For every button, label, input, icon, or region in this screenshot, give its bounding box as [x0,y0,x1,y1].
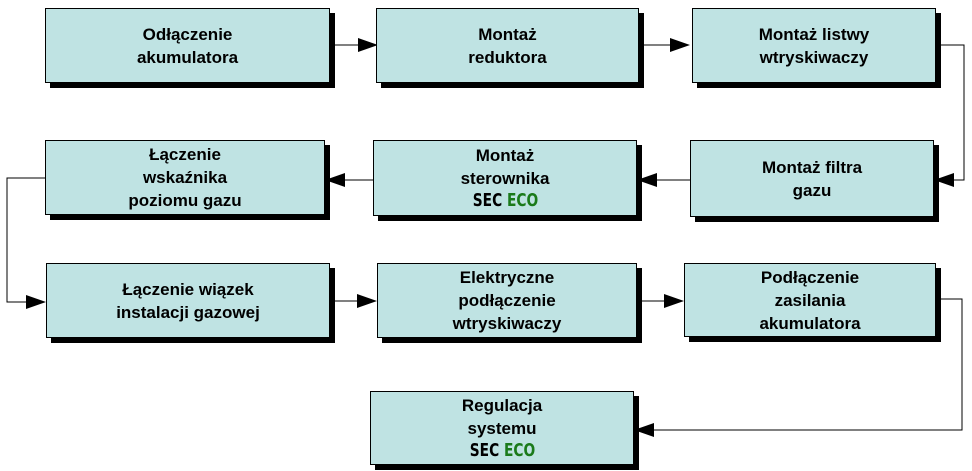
arrow-b1-to-b2 [330,38,378,52]
step-label-line: poziomu gazu [128,191,242,210]
step-label-line: wtryskiwaczy [452,314,562,333]
step-label-line: instalacji gazowej [116,302,260,322]
arrow-b7-to-b8 [330,294,377,308]
step-connect-battery-power: Podłączenie zasilania akumulatora [684,263,936,337]
step-install-reducer: Montaż reduktora [376,8,639,83]
step-label-line: Montaż listwy [758,24,870,44]
logo-sec-text: SEC [472,190,502,211]
arrow-b5-to-b6 [325,173,373,187]
sec-eco-logo: SEC ECO [469,440,534,462]
arrow-b6-to-b7 [6,177,46,309]
logo-sec-text: SEC [469,440,499,461]
step-label-line: wskaźnika [142,168,228,187]
step-label-line: Regulacja [461,396,543,415]
arrow-b4-to-b5 [637,173,690,187]
step-label-line: Podłączenie [760,267,860,287]
arrow-b9-to-b10 [634,298,963,437]
step-label-line: Łączenie [149,145,221,164]
step-label-line: zasilania [774,290,846,310]
arrow-b2-to-b3 [639,38,690,52]
step-label-line: Montaż [478,24,537,44]
step-install-gas-filter: Montaż filtra gazu [690,140,934,217]
step-electrical-injector-connection: Elektryczne podłączenie wtryskiwaczy [377,263,637,338]
arrow-b8-to-b9 [637,294,684,308]
step-install-controller: Montaż sterownika SEC ECO [373,140,637,216]
step-label-line: Montaż filtra [761,157,863,177]
logo-eco-text: ECO [503,440,535,461]
step-label-line: Montaż [475,146,535,165]
step-label-line: sterownika [460,169,550,188]
step-label-line: Elektryczne [459,268,555,287]
step-label-line: akumulatora [759,313,861,333]
step-label-line: podłączenie [458,291,556,310]
step-label-line: gazu [792,180,832,200]
step-disconnect-battery: Odłączenie akumulatora [45,8,330,83]
step-install-injector-rail: Montaż listwy wtryskiwaczy [692,8,936,83]
logo-eco-text: ECO [506,190,538,211]
step-label-line: Łączenie wiązek [122,279,254,299]
step-connect-gas-harnesses: Łączenie wiązek instalacji gazowej [46,263,330,338]
step-label-line: akumulatora [136,47,239,67]
sec-eco-logo: SEC ECO [472,190,537,212]
step-label-line: systemu [467,419,537,438]
step-label-line: Odłączenie [142,24,233,44]
step-connect-gas-level-indicator: Łączenie wskaźnika poziomu gazu [45,140,325,215]
step-system-tuning: Regulacja systemu SEC ECO [370,391,634,465]
arrow-b3-to-b4 [934,44,965,187]
step-label-line: reduktora [468,47,547,67]
step-label-line: wtryskiwaczy [759,47,869,67]
